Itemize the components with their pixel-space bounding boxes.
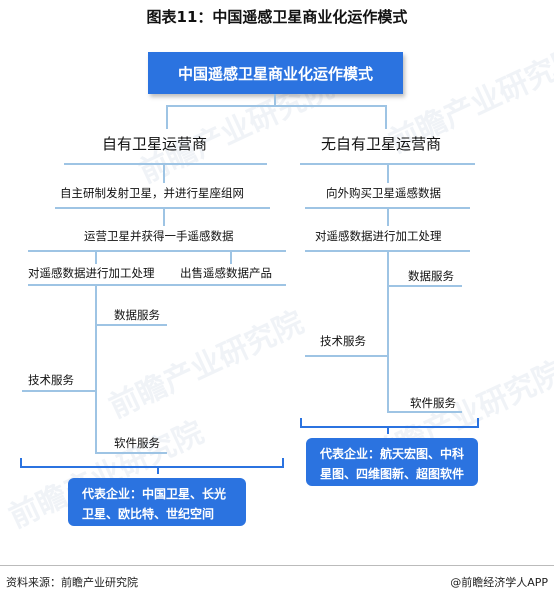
left-tech-service: 技术服务 <box>28 373 74 387</box>
right-step-2: 对遥感数据进行加工处理 <box>315 229 442 243</box>
connector <box>95 324 167 326</box>
connector <box>163 207 165 226</box>
left-data-service: 数据服务 <box>114 308 160 322</box>
connector <box>387 250 389 412</box>
right-branch-title: 无自有卫星运营商 <box>321 135 442 153</box>
connector <box>230 250 232 264</box>
connector <box>166 105 386 107</box>
left-branch-title: 自有卫星运营商 <box>102 135 208 153</box>
left-step-4: 出售遥感数据产品 <box>180 266 272 280</box>
connector <box>55 207 270 209</box>
connector <box>305 355 389 357</box>
connector <box>166 105 168 129</box>
connector <box>95 250 97 264</box>
right-tech-service: 技术服务 <box>320 334 366 348</box>
figure-title: 图表11：中国遥感卫星商业化运作模式 <box>146 8 408 26</box>
right-bracket <box>300 418 479 428</box>
connector <box>22 390 97 392</box>
footer-credit: @前瞻经济学人APP <box>450 576 548 589</box>
right-representative-companies: 代表企业：航天宏图、中科星图、四维图新、超图软件 <box>306 438 478 486</box>
connector <box>28 250 286 252</box>
left-bracket <box>20 458 284 468</box>
connector <box>274 94 276 106</box>
footer-source: 资料来源：前瞻产业研究院 <box>6 576 138 589</box>
right-software-service: 软件服务 <box>410 396 456 410</box>
left-representative-companies: 代表企业：中国卫星、长光卫星、欧比特、世纪空间 <box>68 478 246 526</box>
left-step-2: 运营卫星并获得一手遥感数据 <box>84 229 234 243</box>
left-step-1: 自主研制发射卫星，并进行星座组网 <box>60 186 244 200</box>
connector <box>387 411 462 413</box>
root-node: 中国遥感卫星商业化运作模式 <box>148 52 403 94</box>
connector <box>95 284 97 453</box>
connector <box>385 105 387 129</box>
bracket-tick <box>387 426 389 434</box>
connector <box>163 163 165 183</box>
bracket-tick <box>157 466 159 474</box>
left-step-3: 对遥感数据进行加工处理 <box>28 266 155 280</box>
connector <box>387 207 389 226</box>
connector <box>95 452 167 454</box>
connector <box>387 163 389 183</box>
left-software-service: 软件服务 <box>114 436 160 450</box>
footer-divider <box>0 565 554 566</box>
connector <box>28 284 286 286</box>
connector <box>64 163 267 165</box>
right-step-1: 向外购买卫星遥感数据 <box>326 186 441 200</box>
connector <box>387 285 462 287</box>
right-data-service: 数据服务 <box>408 269 454 283</box>
